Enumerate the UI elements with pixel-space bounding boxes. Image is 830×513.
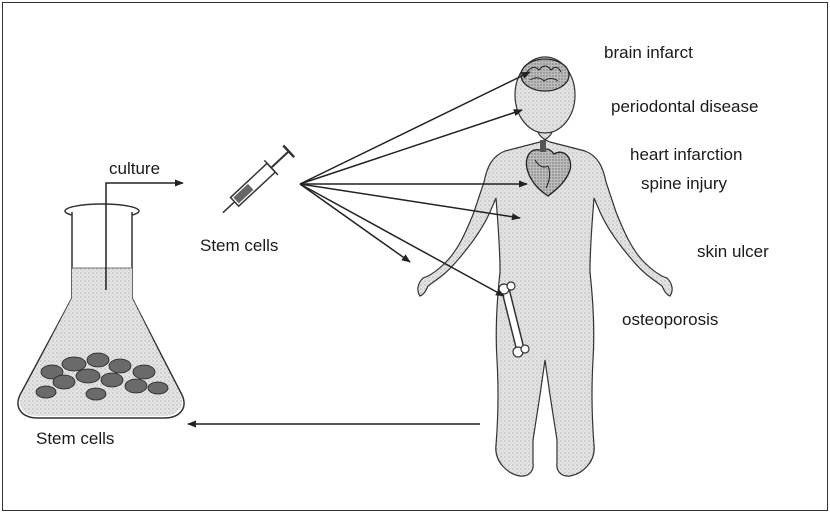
stem-cells-syringe-label: Stem cells bbox=[200, 237, 278, 254]
brain-icon bbox=[521, 59, 569, 91]
culture-flask-icon bbox=[18, 204, 184, 418]
condition-label: heart infarction bbox=[630, 146, 742, 163]
condition-label: osteoporosis bbox=[622, 311, 718, 328]
condition-label: skin ulcer bbox=[697, 243, 769, 260]
injection-arrows bbox=[300, 72, 530, 296]
human-body-figure bbox=[418, 57, 672, 476]
condition-label: periodontal disease bbox=[611, 98, 758, 115]
stem-cells-flask-label: Stem cells bbox=[36, 430, 114, 447]
syringe-icon bbox=[216, 144, 295, 220]
condition-label: brain infarct bbox=[604, 44, 693, 61]
culture-label: culture bbox=[109, 160, 160, 177]
condition-label: spine injury bbox=[641, 175, 727, 192]
